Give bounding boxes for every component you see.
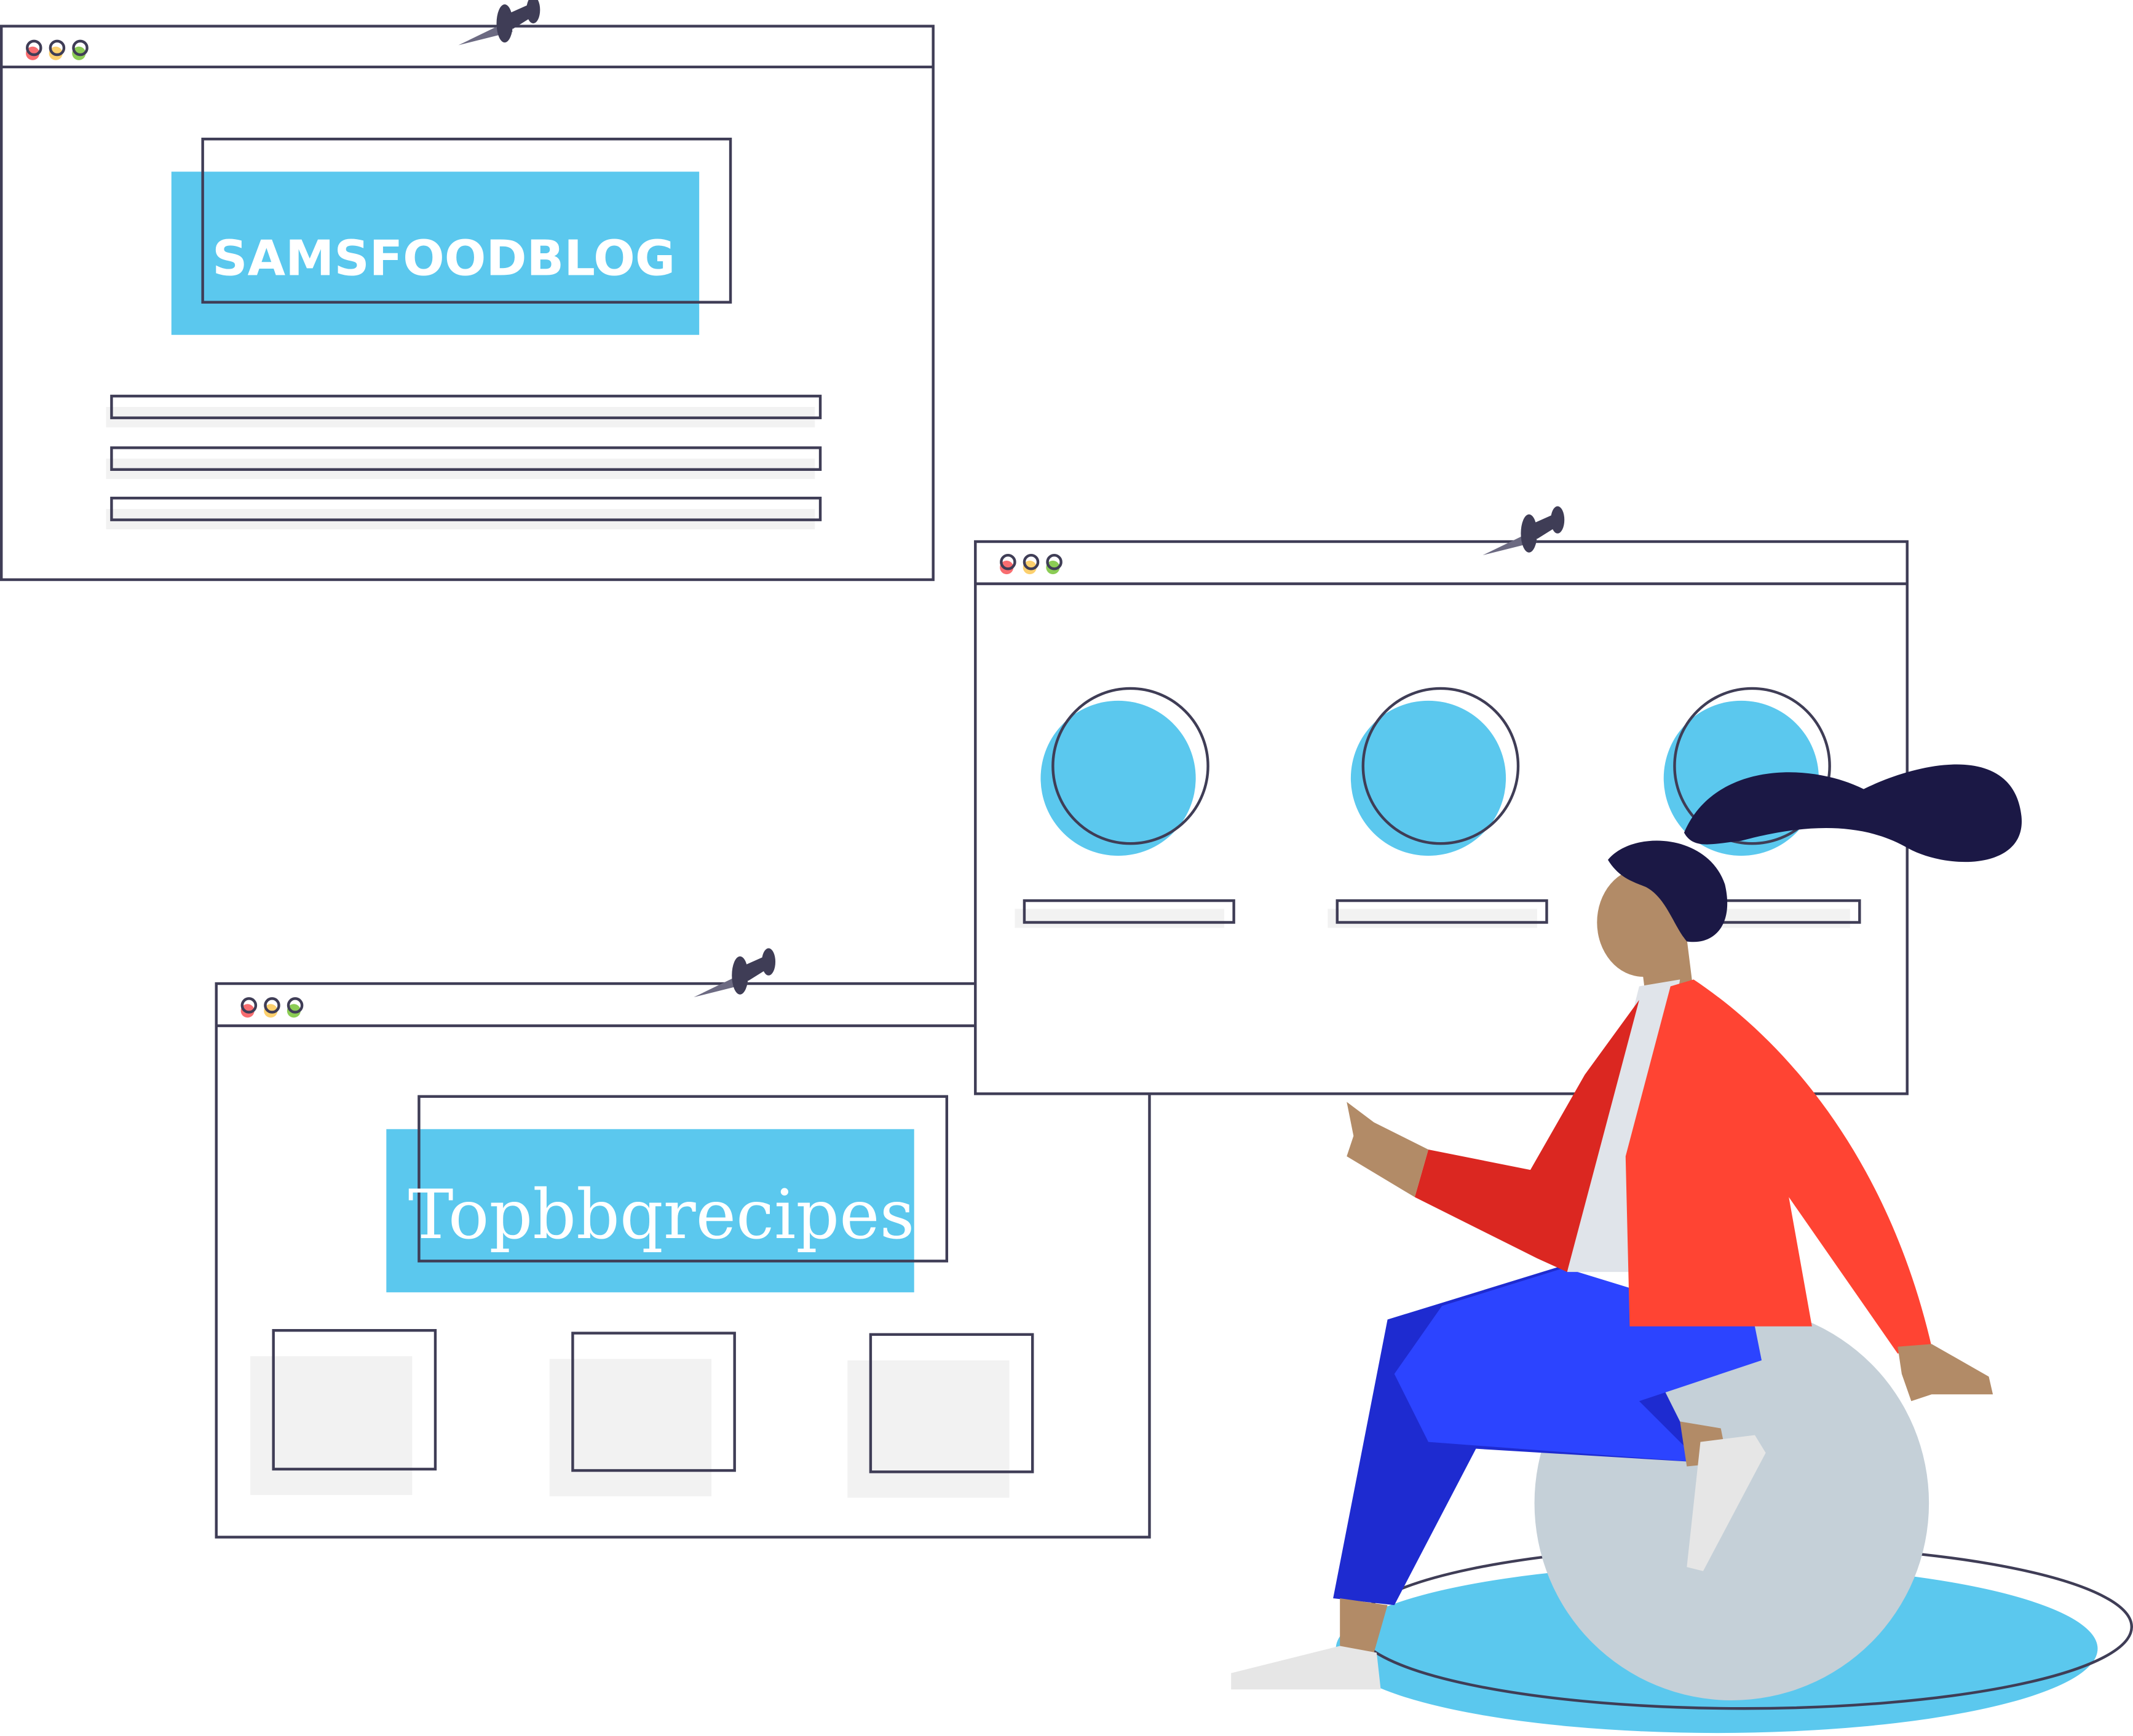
header-banner bbox=[386, 1129, 914, 1293]
text-line-placeholders bbox=[106, 395, 822, 530]
bbq-title: Topbbqrecipes bbox=[408, 1175, 915, 1255]
blog-window: SAMSFOODBLOG bbox=[0, 0, 935, 582]
woman-on-ball-figure bbox=[1231, 764, 2133, 1734]
blog-title: SAMSFOODBLOG bbox=[212, 229, 675, 286]
header-banner bbox=[171, 172, 700, 335]
image-placeholders bbox=[250, 1328, 1034, 1498]
